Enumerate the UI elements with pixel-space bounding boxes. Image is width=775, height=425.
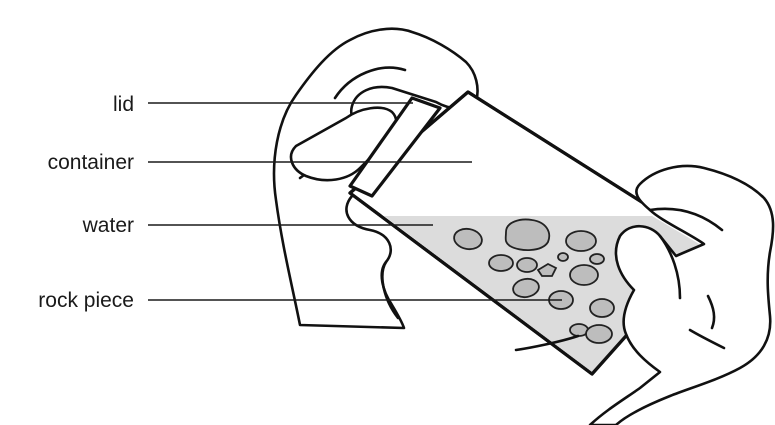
labels: lid container water rock piece <box>38 93 134 312</box>
rock-piece <box>558 253 568 261</box>
rock-piece <box>590 299 614 317</box>
rock-piece <box>566 231 596 251</box>
rock-piece-label: rock piece <box>38 289 134 312</box>
water-label: water <box>82 214 134 237</box>
rock-piece <box>570 265 598 285</box>
lid-label: lid <box>113 93 134 116</box>
rock-piece <box>517 258 537 272</box>
rock-piece <box>590 254 604 264</box>
container-label: container <box>48 151 134 174</box>
rock-piece <box>489 255 513 271</box>
rock-piece <box>506 220 550 251</box>
rock-piece <box>586 325 612 343</box>
